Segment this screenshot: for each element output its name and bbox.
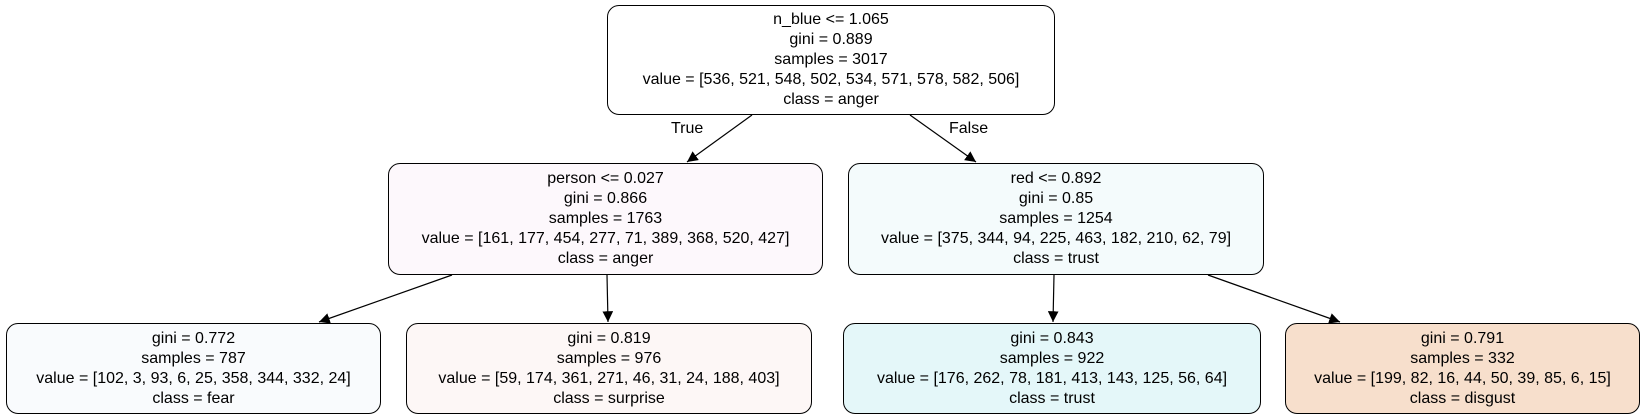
tree-leaf-disgust: gini = 0.791 samples = 332 value = [199,… xyxy=(1285,323,1640,414)
edge-n4-n5 xyxy=(1047,274,1059,323)
edge-root-n1 xyxy=(686,114,753,163)
node-value: value = [102, 3, 93, 6, 25, 358, 344, 33… xyxy=(36,369,351,387)
node-value: value = [375, 344, 94, 225, 463, 182, 21… xyxy=(880,230,1232,247)
node-class: class = trust xyxy=(1009,389,1095,407)
edge-label-true: True xyxy=(671,120,704,137)
node-class: class = surprise xyxy=(553,389,665,407)
node-gini: gini = 0.819 xyxy=(567,329,651,347)
node-samples: samples = 332 xyxy=(1410,349,1515,367)
edge-root-n4 xyxy=(909,114,977,163)
node-class: class = disgust xyxy=(1409,389,1516,407)
edge-n4-n6 xyxy=(1207,274,1341,324)
tree-leaf-fear: gini = 0.772 samples = 787 value = [102,… xyxy=(6,323,381,414)
tree-node-red-split: red <= 0.892 gini = 0.85 samples = 1254 … xyxy=(848,163,1264,275)
node-samples: samples = 922 xyxy=(999,349,1105,367)
node-samples: samples = 976 xyxy=(556,349,662,367)
node-samples: samples = 1763 xyxy=(548,210,663,227)
node-value: value = [59, 174, 361, 271, 46, 31, 24, … xyxy=(438,369,780,387)
tree-node-person-split: person <= 0.027 gini = 0.866 samples = 1… xyxy=(388,163,823,275)
edge-label-false: False xyxy=(949,120,989,137)
node-value: value = [536, 521, 548, 502, 534, 571, 5… xyxy=(642,71,1020,88)
node-gini: gini = 0.843 xyxy=(1010,329,1094,347)
tree-leaf-surprise: gini = 0.819 samples = 976 value = [59, … xyxy=(406,323,812,414)
node-value: value = [199, 82, 16, 44, 50, 39, 85, 6,… xyxy=(1314,369,1611,387)
node-gini: gini = 0.889 xyxy=(789,31,873,48)
node-split-condition: red <= 0.892 xyxy=(1010,170,1102,187)
edge-n1-n3 xyxy=(602,274,614,323)
tree-leaf-trust: gini = 0.843 samples = 922 value = [176,… xyxy=(843,323,1261,414)
tree-node-root: n_blue <= 1.065 gini = 0.889 samples = 3… xyxy=(607,5,1055,115)
node-class: class = fear xyxy=(152,389,235,407)
node-value: value = [176, 262, 78, 181, 413, 143, 12… xyxy=(876,369,1228,387)
node-samples: samples = 1254 xyxy=(999,210,1113,227)
node-class: class = anger xyxy=(557,250,654,267)
node-split-condition: person <= 0.027 xyxy=(547,170,664,187)
node-samples: samples = 787 xyxy=(141,349,246,367)
node-value: value = [161, 177, 454, 277, 71, 389, 36… xyxy=(421,230,790,247)
node-class: class = trust xyxy=(1013,250,1099,267)
node-gini: gini = 0.85 xyxy=(1018,190,1094,207)
node-gini: gini = 0.791 xyxy=(1420,329,1505,347)
node-gini: gini = 0.772 xyxy=(151,329,236,347)
edge-n1-n2 xyxy=(318,274,453,324)
node-split-condition: n_blue <= 1.065 xyxy=(773,11,889,28)
node-class: class = anger xyxy=(783,91,879,108)
node-gini: gini = 0.866 xyxy=(563,190,648,207)
node-samples: samples = 3017 xyxy=(774,51,888,68)
